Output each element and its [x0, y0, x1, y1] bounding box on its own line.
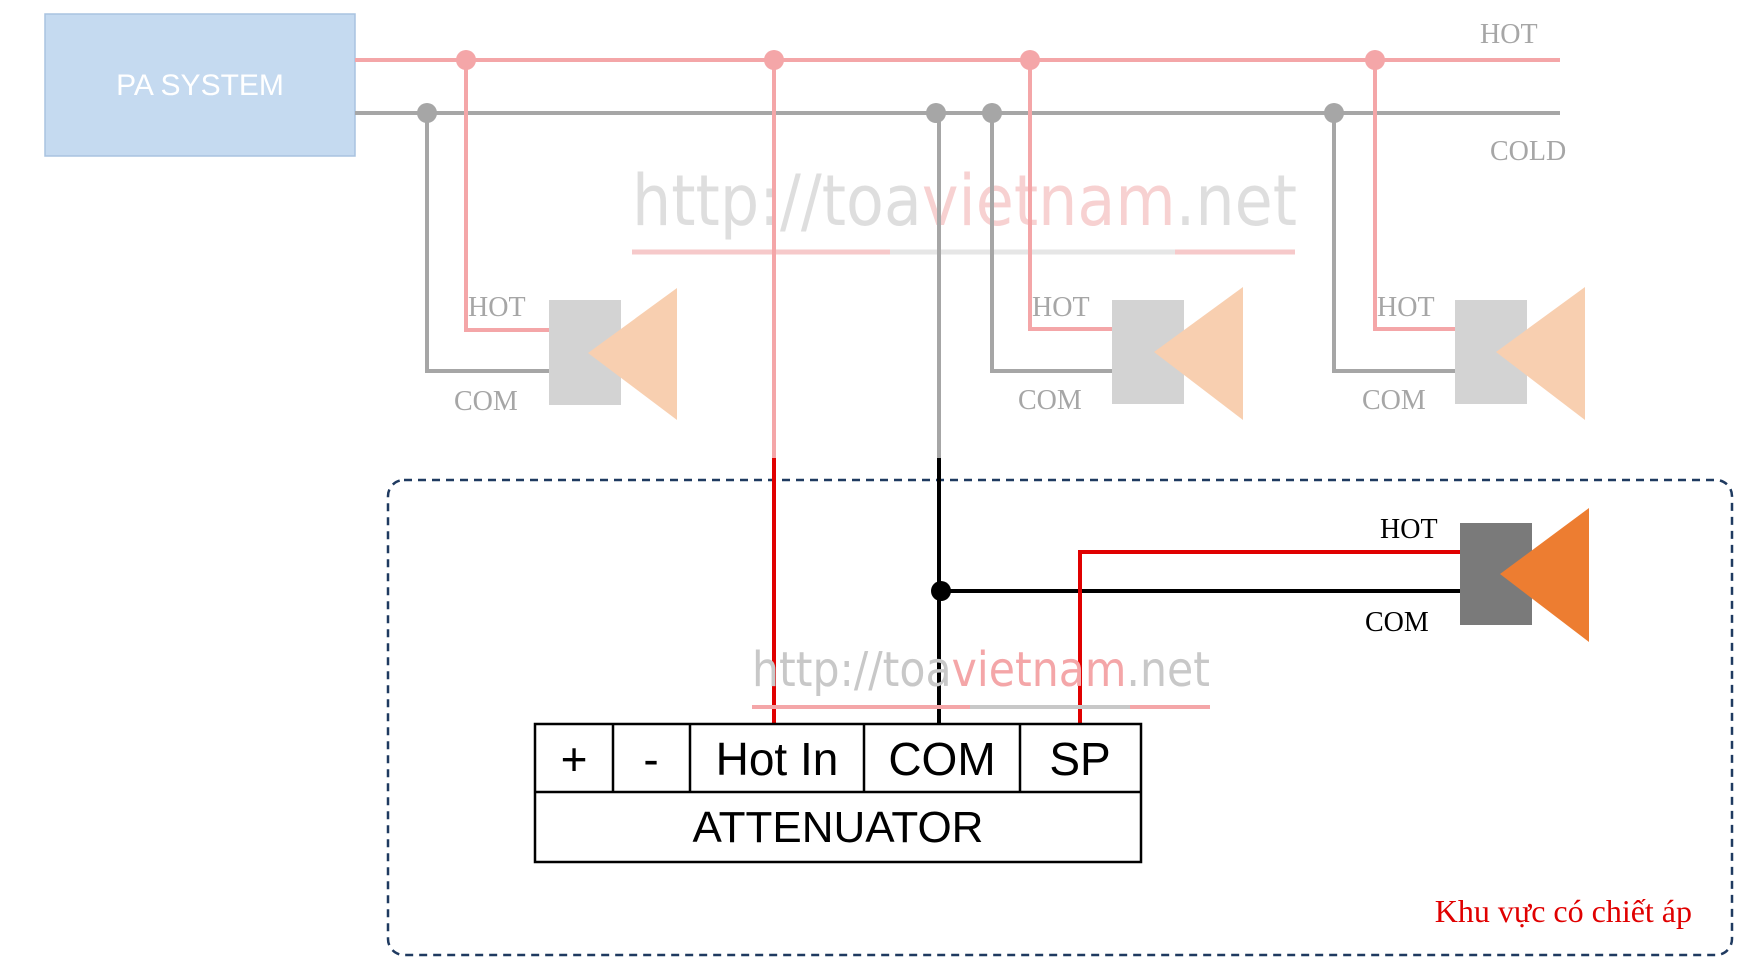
watermark-part-1: http://toa — [632, 160, 922, 242]
watermark-bottom: http://toavietnam.net — [752, 642, 1210, 709]
speaker-2-hot-junction — [1020, 50, 1040, 70]
attenuated-speaker-cone — [1500, 508, 1589, 642]
speaker-3-com-junction — [1324, 103, 1344, 123]
pa-system-box — [44, 13, 356, 157]
watermark-bottom-part-2: vietnam — [952, 642, 1127, 698]
speaker-3: HOT COM — [1324, 50, 1585, 420]
speaker-1-com-junction — [417, 103, 437, 123]
speaker-2-cone — [1154, 287, 1243, 420]
speaker-2-com-wire — [990, 113, 1112, 373]
speaker-3-com-label: COM — [1362, 385, 1426, 416]
svg-text:http://toavietnam.net: http://toavietnam.net — [632, 160, 1297, 242]
attenuator-name: ATTENUATOR — [693, 803, 984, 852]
attenuated-speaker-hot-label: HOT — [1380, 514, 1438, 545]
speaker-3-hot-wire — [1373, 60, 1455, 331]
speaker-2-hot-wire — [1028, 60, 1112, 331]
cold-bus-label: COLD — [1490, 136, 1566, 167]
terminal-sp: SP — [1049, 733, 1110, 785]
terminal-plus: + — [561, 733, 588, 785]
watermark-bottom-part-3: .net — [1126, 642, 1210, 698]
terminal-minus: - — [643, 733, 658, 785]
speaker-1-hot-wire — [464, 60, 549, 332]
speaker-1-com-wire — [425, 113, 549, 373]
speaker-2-hot-label: HOT — [1032, 292, 1090, 323]
speaker-2: HOT COM — [982, 50, 1243, 420]
svg-text:http://toavietnam.net: http://toavietnam.net — [752, 642, 1210, 698]
attenuated-speaker: HOT COM — [1365, 508, 1589, 642]
watermark-part-2: vietnam — [922, 160, 1176, 242]
pa-system: PA SYSTEM — [44, 13, 356, 157]
speaker-1: HOT COM — [417, 50, 677, 420]
watermark-bottom-part-1: http://toa — [752, 642, 952, 698]
attenuator-zone-border — [386, 478, 1734, 957]
speaker-2-com-label: COM — [1018, 385, 1082, 416]
terminal-hot-in: Hot In — [716, 733, 839, 785]
watermark-part-3: .net — [1176, 160, 1297, 242]
speaker-3-hot-junction — [1365, 50, 1385, 70]
speaker-1-cone — [588, 288, 677, 420]
terminal-com: COM — [888, 733, 995, 785]
attenuator-zone-label: Khu vực có chiết áp — [1435, 893, 1692, 929]
attenuator-block: + - Hot In COM SP ATTENUATOR — [533, 722, 1143, 864]
attenuator-com-junction — [926, 103, 946, 123]
com-junction-dot — [931, 581, 951, 601]
speaker-1-com-label: COM — [454, 386, 518, 417]
speaker-3-hot-label: HOT — [1377, 292, 1435, 323]
speaker-3-cone — [1496, 287, 1585, 420]
hot-bus-label: HOT — [1480, 19, 1538, 50]
pa-system-label: PA SYSTEM — [116, 69, 284, 102]
watermark-top: http://toavietnam.net — [632, 160, 1297, 255]
speaker-1-hot-junction — [456, 50, 476, 70]
sp-out-wire — [1078, 550, 1460, 724]
speaker-1-hot-label: HOT — [468, 292, 526, 323]
speaker-2-com-junction — [982, 103, 1002, 123]
attenuated-speaker-com-label: COM — [1365, 607, 1429, 638]
speaker-3-com-wire — [1332, 113, 1455, 373]
